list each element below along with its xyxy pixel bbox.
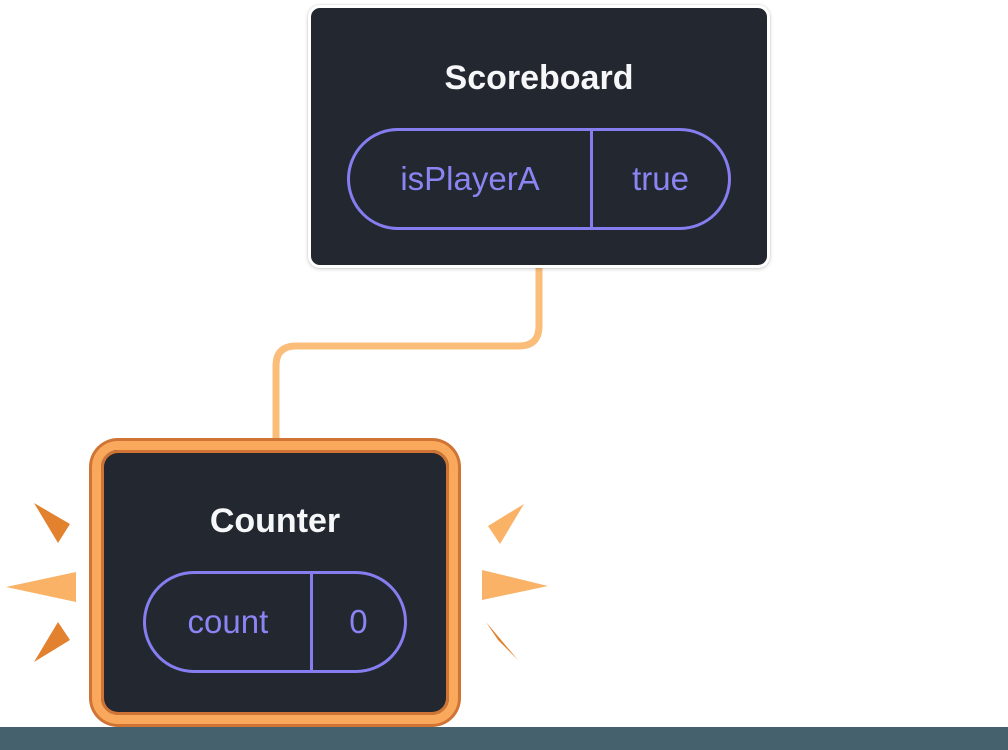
scoreboard-state-name: isPlayerA xyxy=(400,160,540,197)
scoreboard-node-title: Scoreboard xyxy=(444,59,634,97)
counter-component-node: Counter count 0 xyxy=(92,441,458,724)
counter-state-name: count xyxy=(187,603,269,640)
burst-ray xyxy=(34,503,70,543)
burst-ray xyxy=(34,622,70,662)
burst-ray xyxy=(486,622,518,660)
counter-state-value: 0 xyxy=(309,574,404,670)
render-burst-right xyxy=(482,504,548,660)
counter-state-pill: count 0 xyxy=(143,571,407,673)
burst-ray xyxy=(6,572,76,602)
scoreboard-component-node: Scoreboard isPlayerA true xyxy=(308,5,770,268)
burst-ray xyxy=(488,504,524,544)
parent-child-connector xyxy=(272,262,543,447)
counter-node-title: Counter xyxy=(209,502,341,540)
bottom-band xyxy=(0,727,1008,750)
render-burst-left xyxy=(6,503,76,662)
scoreboard-state-pill: isPlayerA true xyxy=(347,128,731,230)
burst-ray xyxy=(482,570,548,600)
scoreboard-state-value: true xyxy=(590,131,728,227)
